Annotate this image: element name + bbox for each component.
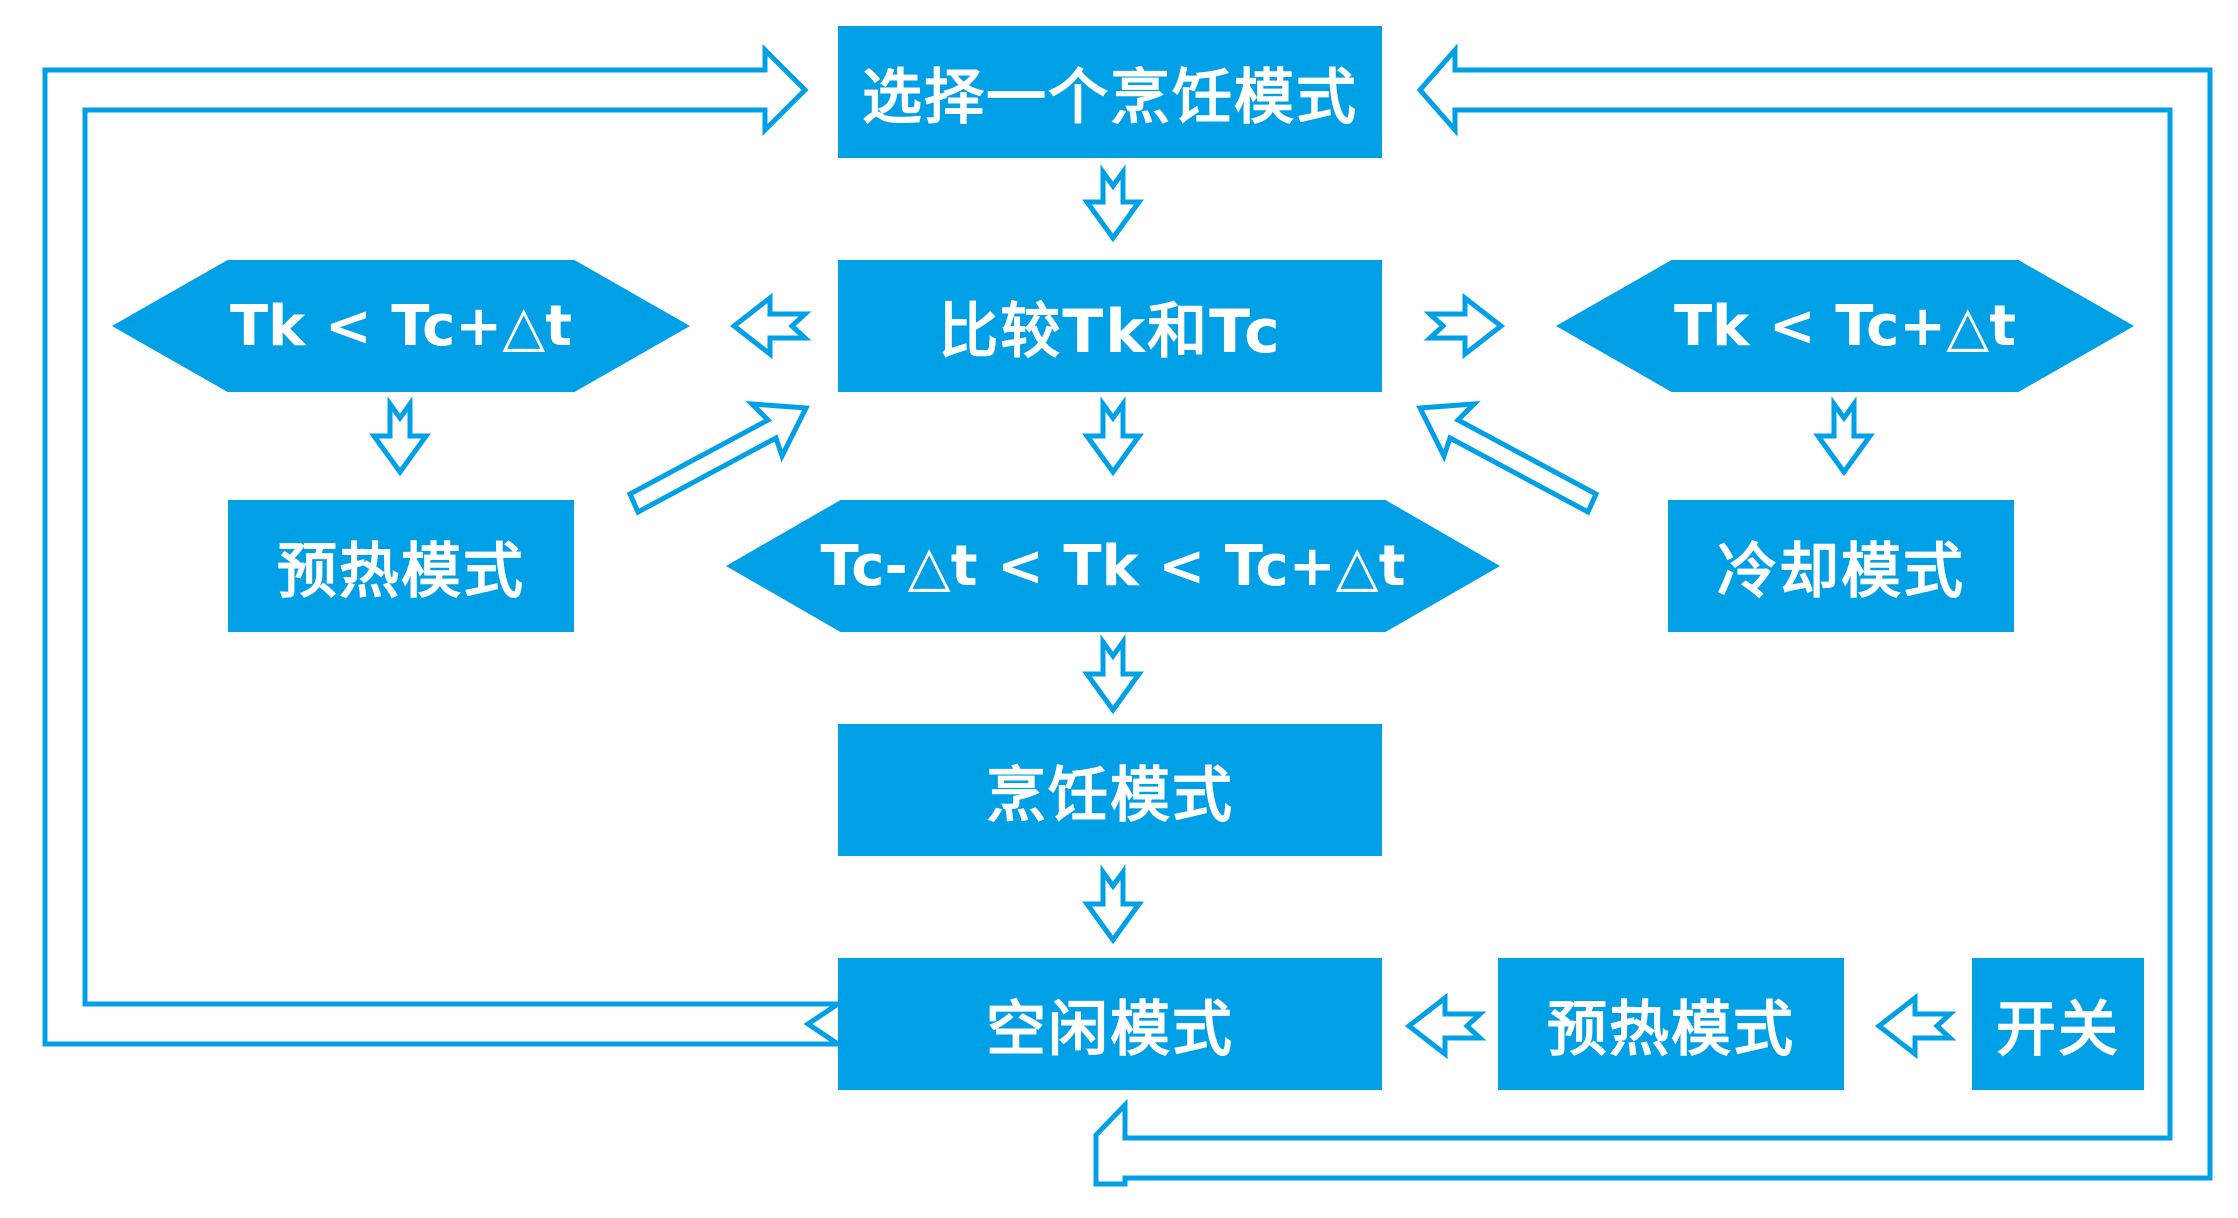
condition-left: Tk < Tc+△t <box>112 260 690 392</box>
down-arrow-right <box>1813 396 1875 477</box>
switch-box: 开关 <box>1972 958 2144 1090</box>
compare-box: 比较Tk和Tc <box>838 260 1382 392</box>
left-arrow-compare <box>729 292 812 360</box>
select-mode-box: 选择一个烹饪模式 <box>838 26 1382 158</box>
condition-right: Tk < Tc+△t <box>1556 260 2134 392</box>
preheat-mode-bottom: 预热模式 <box>1498 958 1844 1090</box>
down-arrow-3 <box>1082 634 1144 715</box>
diag-arrow-right <box>1416 401 1600 516</box>
down-arrow-1 <box>1082 164 1144 243</box>
left-arrow-idle <box>1404 992 1487 1060</box>
condition-middle: Tc-△t < Tk < Tc+△t <box>726 500 1500 632</box>
left-arrow-switch <box>1874 992 1957 1060</box>
down-arrow-4 <box>1082 864 1144 945</box>
loop-right-arrow <box>1093 43 2213 1187</box>
right-arrow-compare <box>1423 292 1506 360</box>
down-arrow-left <box>369 396 431 477</box>
cooling-mode-box: 冷却模式 <box>1668 500 2014 632</box>
diag-arrow-left <box>626 401 810 516</box>
idle-mode-box: 空闲模式 <box>838 958 1382 1090</box>
down-arrow-2 <box>1082 396 1144 477</box>
preheat-mode-left: 预热模式 <box>228 500 574 632</box>
cooking-mode-box: 烹饪模式 <box>838 724 1382 856</box>
